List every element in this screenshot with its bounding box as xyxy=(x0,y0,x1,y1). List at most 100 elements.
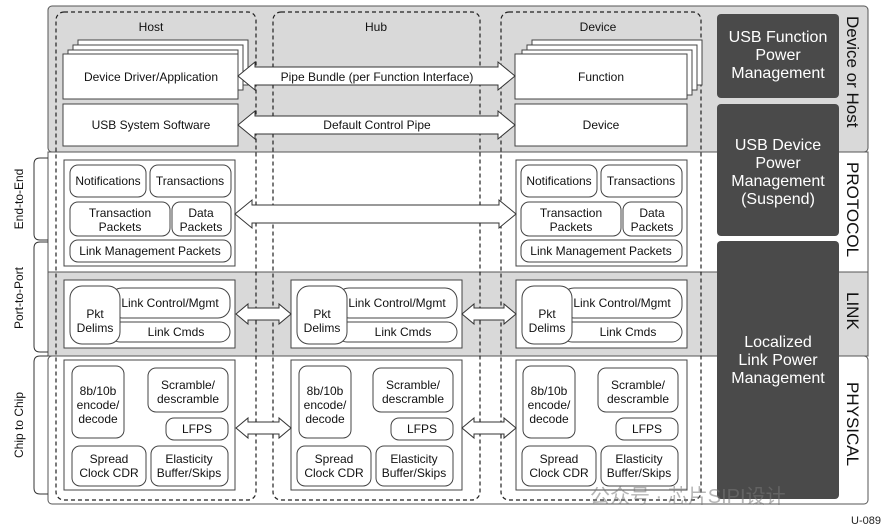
device-scramble-box xyxy=(597,367,679,413)
device-function-stack xyxy=(514,39,703,100)
chip-to-chip-label: Chip to Chip xyxy=(12,392,26,458)
host-link-control-label: Link Control/Mgmt xyxy=(121,296,219,310)
device-box-label: Device xyxy=(583,118,620,132)
device-link-mgmt-packets-box xyxy=(520,239,683,263)
host-notifications-box xyxy=(69,164,147,198)
pipe-bundle-label: Pipe Bundle (per Function Interface) xyxy=(281,70,474,84)
hub-link-cmds-label: Link Cmds xyxy=(375,325,432,339)
device-box xyxy=(514,103,688,147)
device-link-mgmt-packets-label: Link Management Packets xyxy=(530,244,671,258)
hub-lfps-box xyxy=(390,417,454,441)
hub-scramble-label: Scramble/descramble xyxy=(382,378,444,406)
link-host-hub-arrow xyxy=(235,302,292,326)
host-driver-stack xyxy=(62,39,249,100)
device-notifications-label: Notifications xyxy=(526,174,591,188)
watermark: 公众号 · 芯片SIPI设计 xyxy=(590,486,786,508)
hub-elasticity-box xyxy=(375,445,454,487)
device-column-label: Device xyxy=(580,20,617,34)
device-driver-label: Device Driver/Application xyxy=(84,70,218,84)
figure-id: U-089 xyxy=(851,515,881,527)
hub-link-control-label: Link Control/Mgmt xyxy=(348,296,446,310)
usb-system-software-label: USB System Software xyxy=(92,118,211,132)
host-scramble-label: Scramble/descramble xyxy=(157,378,219,406)
device-transactions-label: Transactions xyxy=(607,174,675,188)
host-column xyxy=(55,11,257,501)
host-data-packets-box xyxy=(171,201,232,237)
physical-host-hub-arrow xyxy=(235,416,292,440)
function-label: Function xyxy=(578,70,624,84)
link-layer-label: LINK xyxy=(843,292,862,330)
host-transaction-packets-box xyxy=(69,201,171,237)
end-to-end-label: End-to-End xyxy=(12,169,26,230)
hub-spread-box xyxy=(296,445,372,487)
host-scramble-box xyxy=(147,367,229,413)
end-to-end-bracket xyxy=(33,157,48,241)
host-transactions-box xyxy=(149,164,232,198)
physical-layer-label: PHYSICAL xyxy=(843,382,862,466)
host-link-mgmt-packets-label: Link Management Packets xyxy=(79,244,220,258)
hub-pkt-delims-box xyxy=(296,285,348,345)
usb-device-power-box xyxy=(717,104,839,236)
device-transaction-packets-box xyxy=(520,201,622,237)
link-hub-device-arrow xyxy=(461,302,517,326)
device-or-host-layer-label: Device or Host xyxy=(843,16,862,128)
usb-system-software-box xyxy=(62,103,239,147)
device-elasticity-box xyxy=(600,445,679,487)
default-control-pipe-label: Default Control Pipe xyxy=(323,118,431,132)
device-scramble-label: Scramble/descramble xyxy=(607,378,669,406)
hub-scramble-box xyxy=(372,367,454,413)
host-column-label: Host xyxy=(139,20,164,34)
chip-to-chip-bracket xyxy=(33,355,48,495)
device-link-cmds-label: Link Cmds xyxy=(600,325,657,339)
host-encode-box xyxy=(71,365,125,439)
device-notifications-box xyxy=(520,164,598,198)
link-power-box xyxy=(717,241,839,499)
device-link-control-label: Link Control/Mgmt xyxy=(573,296,671,310)
host-lfps-label: LFPS xyxy=(182,422,212,436)
device-pkt-delims-box xyxy=(521,285,573,345)
device-transactions-box xyxy=(600,164,683,198)
host-pkt-delims-box xyxy=(69,285,121,345)
hub-column-label: Hub xyxy=(365,20,387,34)
hub-column xyxy=(272,11,481,501)
hub-lfps-label: LFPS xyxy=(407,422,437,436)
usb-function-power-box xyxy=(717,14,839,98)
host-elasticity-box xyxy=(150,445,229,487)
default-control-pipe-arrow xyxy=(237,109,516,141)
device-spread-box xyxy=(521,445,597,487)
device-encode-box xyxy=(522,365,576,439)
device-data-packets-box xyxy=(622,201,683,237)
device-column xyxy=(500,11,702,501)
protocol-layer-label: PROTOCOL xyxy=(843,162,862,257)
port-to-port-label: Port-to-Port xyxy=(12,266,26,329)
host-transactions-label: Transactions xyxy=(156,174,224,188)
hub-encode-box xyxy=(298,365,352,439)
port-to-port-bracket xyxy=(33,241,48,353)
device-lfps-box xyxy=(615,417,679,441)
host-link-cmds-label: Link Cmds xyxy=(148,325,205,339)
